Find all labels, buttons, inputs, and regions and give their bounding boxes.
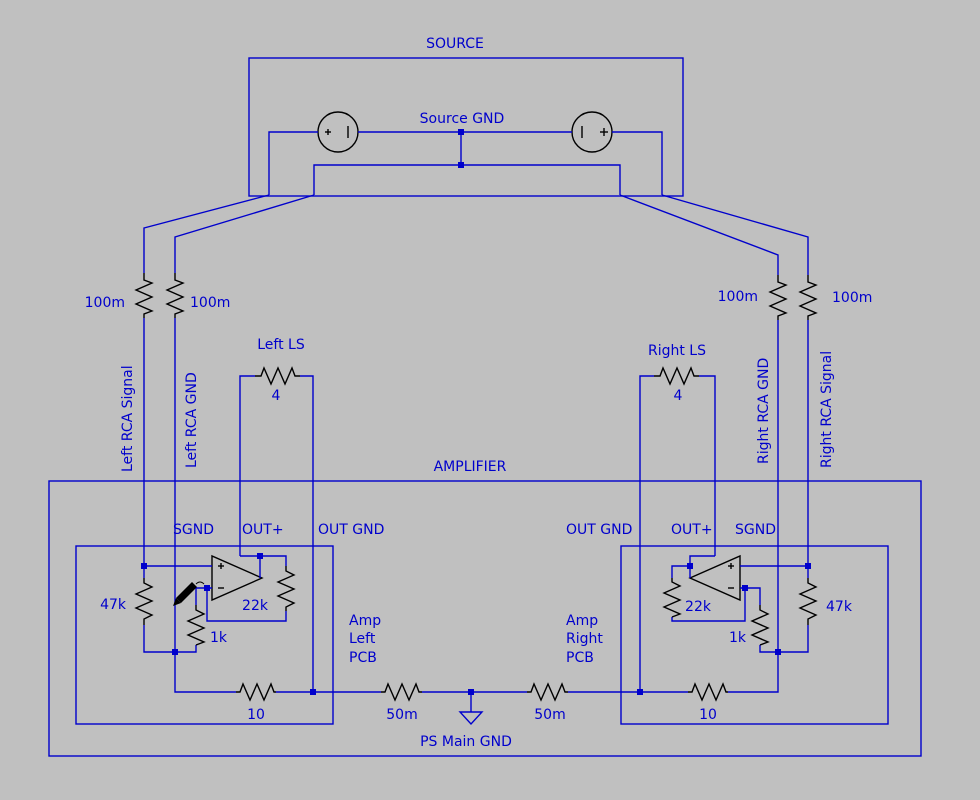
amp-right-pcb-line1: Amp xyxy=(566,613,598,629)
amplifier-box xyxy=(48,480,922,757)
junction xyxy=(141,563,147,569)
left-opamp[interactable] xyxy=(211,554,264,602)
value-left-10: 10 xyxy=(247,707,265,723)
right-rca-signal-label: Right RCA Signal xyxy=(819,351,835,468)
junction xyxy=(458,162,464,168)
resistor-right-10[interactable] xyxy=(688,682,728,702)
outgnd-right-label: OUT GND xyxy=(566,522,632,538)
amp-right-pcb-line2: Right xyxy=(566,631,603,647)
right-amp-wiring xyxy=(640,555,809,693)
source-box xyxy=(248,57,684,197)
right-rca-gnd-label: Right RCA GND xyxy=(756,358,772,464)
resistor-left-47k[interactable] xyxy=(134,578,154,625)
left-voltage-source[interactable] xyxy=(317,111,359,153)
source-wiring xyxy=(268,131,663,195)
resistor-right-22k[interactable] xyxy=(662,578,682,618)
left-ls-wire-plus xyxy=(239,375,255,556)
outplus-right-label: OUT+ xyxy=(671,522,713,538)
resistor-left-22k[interactable] xyxy=(276,566,296,611)
left-ls-value: 4 xyxy=(272,388,281,404)
right-pcb-box xyxy=(620,545,889,725)
value-right-signal: 100m xyxy=(832,290,872,306)
value-left-1k: 1k xyxy=(210,630,228,646)
junction xyxy=(805,563,811,569)
amp-right-pcb-line3: PCB xyxy=(566,650,594,666)
left-ls-resistor[interactable] xyxy=(255,366,300,386)
rca-wires xyxy=(143,318,809,652)
resistor-left-signal[interactable] xyxy=(134,273,154,318)
outgnd-left-label: OUT GND xyxy=(318,522,384,538)
left-rca-gnd-label: Left RCA GND xyxy=(184,372,200,468)
value-right-10: 10 xyxy=(699,707,717,723)
pencil-probe-icon xyxy=(173,581,205,606)
sgnd-left-label: SGND xyxy=(173,522,214,538)
junction xyxy=(172,649,178,655)
value-right-1k: 1k xyxy=(729,630,747,646)
junction xyxy=(687,563,693,569)
resistor-left-gnd[interactable] xyxy=(165,273,185,318)
ground-symbol-icon xyxy=(458,692,484,726)
source-gnd-label: Source GND xyxy=(420,111,505,127)
value-left-signal: 100m xyxy=(85,295,125,311)
value-left-22k: 22k xyxy=(242,598,269,614)
left-ls-label: Left LS xyxy=(257,337,305,353)
left-rca-signal-label: Left RCA Signal xyxy=(120,365,136,472)
resistor-right-gnd[interactable] xyxy=(768,275,788,320)
amp-left-pcb-line3: PCB xyxy=(349,650,377,666)
rca-cables xyxy=(143,194,809,275)
value-left-gnd: 100m xyxy=(190,295,230,311)
junction xyxy=(310,689,316,695)
resistor-right-50m[interactable] xyxy=(527,682,568,702)
left-ls-wire-gnd xyxy=(300,375,314,692)
resistor-right-1k[interactable] xyxy=(750,605,770,646)
outplus-left-label: OUT+ xyxy=(242,522,284,538)
right-ls-wire-gnd xyxy=(639,375,654,692)
junction xyxy=(257,553,263,559)
junction xyxy=(775,649,781,655)
resistor-right-signal[interactable] xyxy=(798,275,818,320)
source-label: SOURCE xyxy=(426,36,484,52)
right-ls-resistor[interactable] xyxy=(654,366,699,386)
value-right-50m: 50m xyxy=(534,707,565,723)
sgnd-right-label: SGND xyxy=(735,522,776,538)
resistor-left-50m[interactable] xyxy=(381,682,422,702)
right-voltage-source[interactable] xyxy=(571,111,613,153)
ps-main-gnd-label: PS Main GND xyxy=(420,734,512,750)
right-opamp[interactable] xyxy=(688,554,741,602)
junction xyxy=(458,129,464,135)
right-ls-value: 4 xyxy=(674,388,683,404)
value-right-gnd: 100m xyxy=(718,289,758,305)
junction xyxy=(742,585,748,591)
value-right-22k: 22k xyxy=(685,599,712,615)
value-left-50m: 50m xyxy=(386,707,417,723)
amp-left-pcb-line1: Amp xyxy=(349,613,381,629)
resistor-left-1k[interactable] xyxy=(186,605,206,646)
amp-left-pcb-line2: Left xyxy=(349,631,376,647)
right-ls-wire-plus xyxy=(699,375,716,556)
resistor-right-47k[interactable] xyxy=(798,578,818,625)
left-pcb-box xyxy=(75,545,334,725)
value-right-47k: 47k xyxy=(826,599,853,615)
resistor-left-10[interactable] xyxy=(236,682,276,702)
value-left-47k: 47k xyxy=(100,597,127,613)
left-amp-wiring xyxy=(143,555,381,693)
amplifier-label: AMPLIFIER xyxy=(434,459,507,475)
junction xyxy=(204,585,210,591)
junction xyxy=(637,689,643,695)
right-ls-label: Right LS xyxy=(648,343,706,359)
